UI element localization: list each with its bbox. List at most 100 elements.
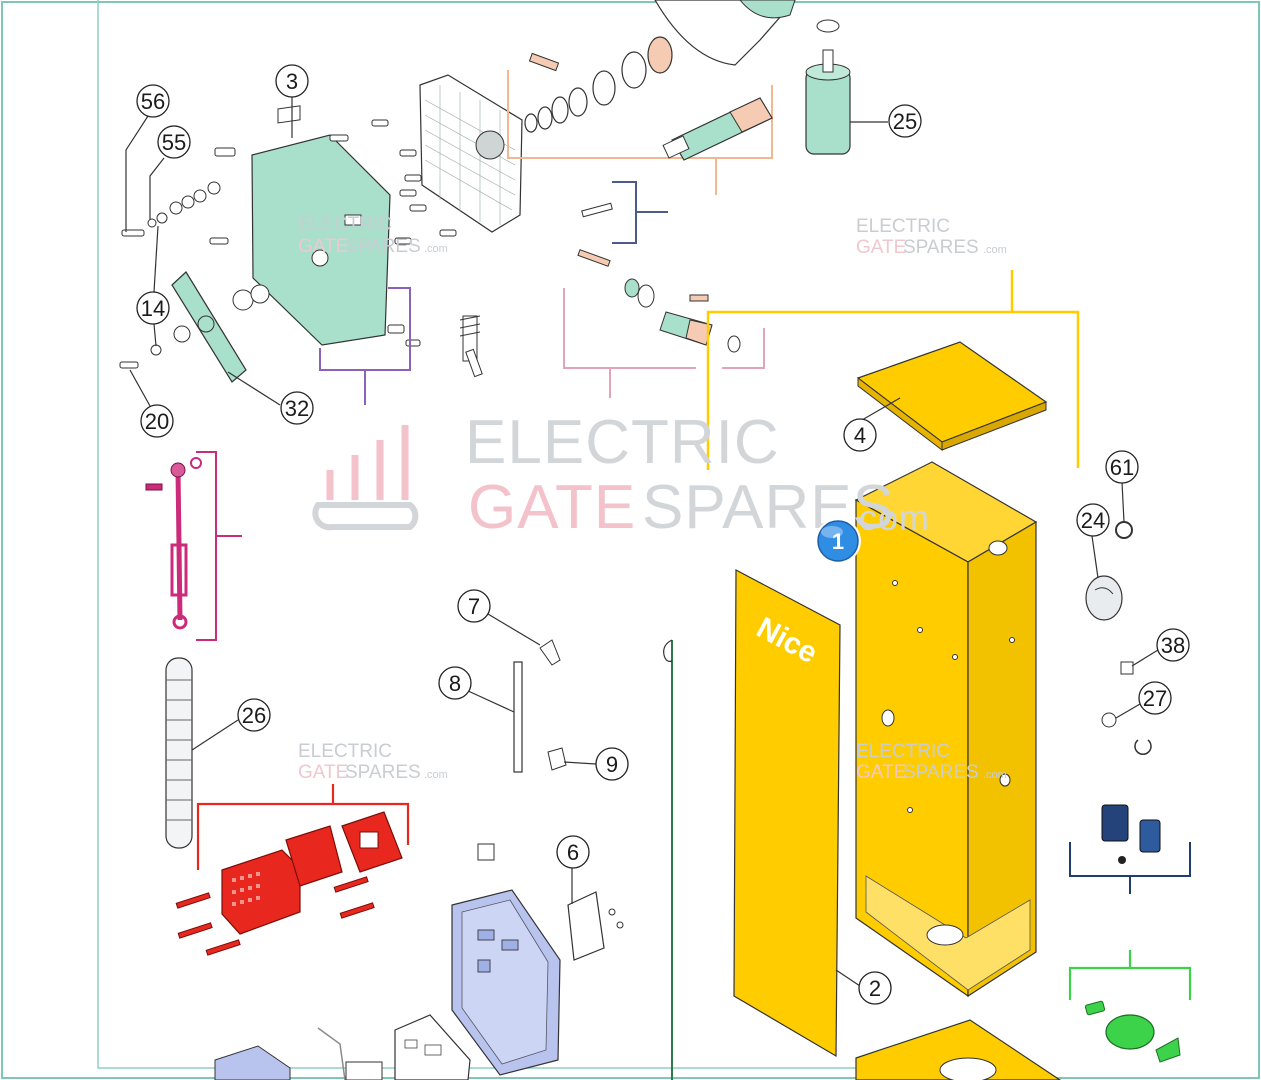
lock-cylinder-set	[1101, 804, 1161, 864]
svg-text:.com: .com	[983, 769, 1007, 781]
callout-number: 6	[567, 840, 579, 865]
svg-text:ELECTRIC: ELECTRIC	[856, 741, 950, 762]
callout-number: 32	[285, 396, 309, 421]
watermark-small-3: ELECTRIC GATE SPARES .com	[298, 741, 448, 783]
watermark-small-4: ELECTRIC GATE SPARES .com	[856, 741, 1007, 783]
svg-text:.com: .com	[424, 243, 448, 255]
terminal-block	[345, 1061, 383, 1080]
crank-arm	[171, 271, 270, 383]
callout-number: 61	[1110, 455, 1134, 480]
callout-27[interactable]: 27	[1138, 681, 1172, 715]
green-bracket	[1068, 950, 1192, 1000]
callout-number: 38	[1161, 633, 1185, 658]
navy-bracket	[612, 181, 668, 244]
svg-text:GATE: GATE	[298, 236, 348, 257]
large-gear	[654, 0, 796, 66]
callout-8[interactable]: 8	[438, 666, 472, 700]
callout-circle	[595, 747, 629, 781]
yellow-bracket	[706, 270, 1080, 470]
purple-bracket	[319, 287, 411, 405]
callout-24[interactable]: 24	[1076, 503, 1110, 537]
callout-circle	[1076, 503, 1110, 537]
callout-circle	[1105, 450, 1139, 484]
front-door-panel: Nice	[733, 569, 841, 1058]
callout-4[interactable]: 4	[843, 418, 877, 452]
callout-7[interactable]: 7	[457, 589, 491, 623]
callout-6[interactable]: 6	[556, 835, 590, 869]
badge-number: 1	[832, 529, 844, 554]
red-bracket	[196, 784, 410, 870]
callout-labels: 56 55 3 25 14 20 32 4 61 24 7 8 9 26 38 27 6 2	[136, 64, 1190, 1005]
washer-stack	[524, 36, 673, 133]
callout-20[interactable]: 20	[140, 404, 174, 438]
svg-text:.com: .com	[983, 244, 1007, 256]
callout-circle	[556, 835, 590, 869]
washer-61	[1115, 521, 1133, 539]
navy-key-bracket	[1069, 842, 1191, 894]
callout-number: 24	[1081, 508, 1105, 533]
callout-number: 25	[893, 109, 917, 134]
motor-plate	[251, 105, 391, 346]
spring-bolt	[459, 315, 483, 378]
callout-number: 56	[141, 89, 165, 114]
callout-circle	[888, 104, 922, 138]
selected-item-badge[interactable]: 1	[815, 518, 861, 564]
clip-ring	[1134, 739, 1152, 755]
red-battery-box	[175, 811, 403, 956]
svg-text:SPARES: SPARES	[903, 237, 979, 258]
callout-number: 7	[468, 594, 480, 619]
callout-circle	[1156, 628, 1190, 662]
cabinet-body	[854, 461, 1038, 998]
watermark-small-1: ELECTRIC GATE SPARES .com	[298, 214, 448, 257]
callout-55[interactable]: 55	[157, 125, 191, 159]
callout-32[interactable]: 32	[280, 391, 314, 425]
mauve-bracket	[563, 288, 765, 398]
cabinet-lid	[856, 341, 1048, 452]
callout-25[interactable]: 25	[888, 104, 922, 138]
callout-circle	[136, 84, 170, 118]
leader-lines	[125, 96, 1159, 987]
watermark-small-2: ELECTRIC GATE SPARES .com	[856, 216, 1007, 258]
svg-text:GATE: GATE	[856, 237, 906, 258]
watermark-line1: ELECTRIC	[465, 408, 780, 477]
callout-38[interactable]: 38	[1156, 628, 1190, 662]
callout-number: 9	[606, 752, 618, 777]
nut-27	[1101, 712, 1117, 728]
worm-shaft	[577, 249, 741, 353]
callout-circle	[237, 698, 271, 732]
callout-number: 2	[869, 976, 881, 1001]
pink-bracket	[196, 451, 242, 641]
callout-circle	[843, 418, 877, 452]
callout-61[interactable]: 61	[1105, 450, 1139, 484]
callout-2[interactable]: 2	[858, 971, 892, 1005]
callout-circle	[438, 666, 472, 700]
balance-spring-26	[165, 657, 193, 849]
watermark-center: ELECTRIC GATE SPARES .com	[312, 408, 929, 542]
callout-9[interactable]: 9	[595, 747, 629, 781]
callout-number: 4	[854, 423, 866, 448]
base-plate	[855, 1019, 1062, 1080]
callout-number: 27	[1143, 686, 1167, 711]
small-pin	[581, 202, 613, 218]
salmon-bracket	[507, 70, 773, 195]
bottom-blue-module	[214, 1045, 291, 1080]
callout-56[interactable]: 56	[136, 84, 170, 118]
callout-circle	[275, 64, 309, 98]
callout-number: 3	[286, 69, 298, 94]
callout-14[interactable]: 14	[136, 291, 170, 325]
pink-turnbuckle	[145, 457, 202, 630]
guide-rail-8	[513, 661, 523, 773]
callout-26[interactable]: 26	[237, 698, 271, 732]
svg-text:ELECTRIC: ELECTRIC	[298, 214, 392, 235]
svg-text:ELECTRIC: ELECTRIC	[298, 741, 392, 762]
svg-text:SPARES: SPARES	[345, 236, 421, 257]
svg-text:SPARES: SPARES	[345, 762, 421, 783]
fastener-set-top	[119, 119, 457, 369]
callout-circle	[858, 971, 892, 1005]
callout-3[interactable]: 3	[275, 64, 309, 98]
svg-text:SPARES: SPARES	[903, 762, 979, 783]
knob-cap-24	[1085, 575, 1123, 621]
